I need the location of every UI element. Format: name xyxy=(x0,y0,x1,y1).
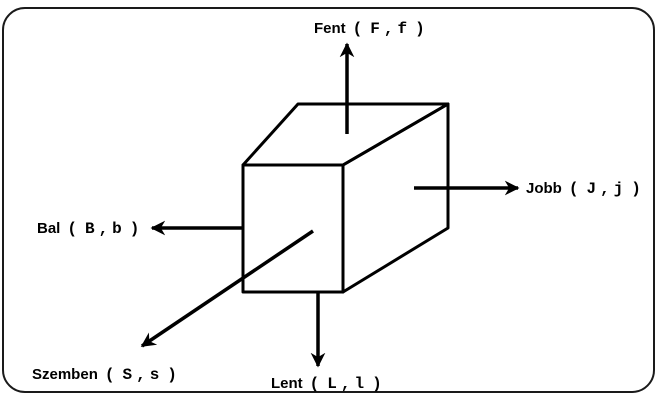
diagram-frame xyxy=(2,7,655,393)
label-right: Jobb ( J , j ) xyxy=(526,180,641,198)
cube-side-face xyxy=(341,102,450,294)
label-down: Lent ( L , l ) xyxy=(271,375,382,393)
label-up: Fent ( F , f ) xyxy=(314,20,425,38)
label-front: Szemben ( S , s ) xyxy=(32,366,177,384)
label-left: Bal ( B , b ) xyxy=(37,220,139,238)
cube xyxy=(241,102,450,294)
arrow-front xyxy=(140,229,314,348)
